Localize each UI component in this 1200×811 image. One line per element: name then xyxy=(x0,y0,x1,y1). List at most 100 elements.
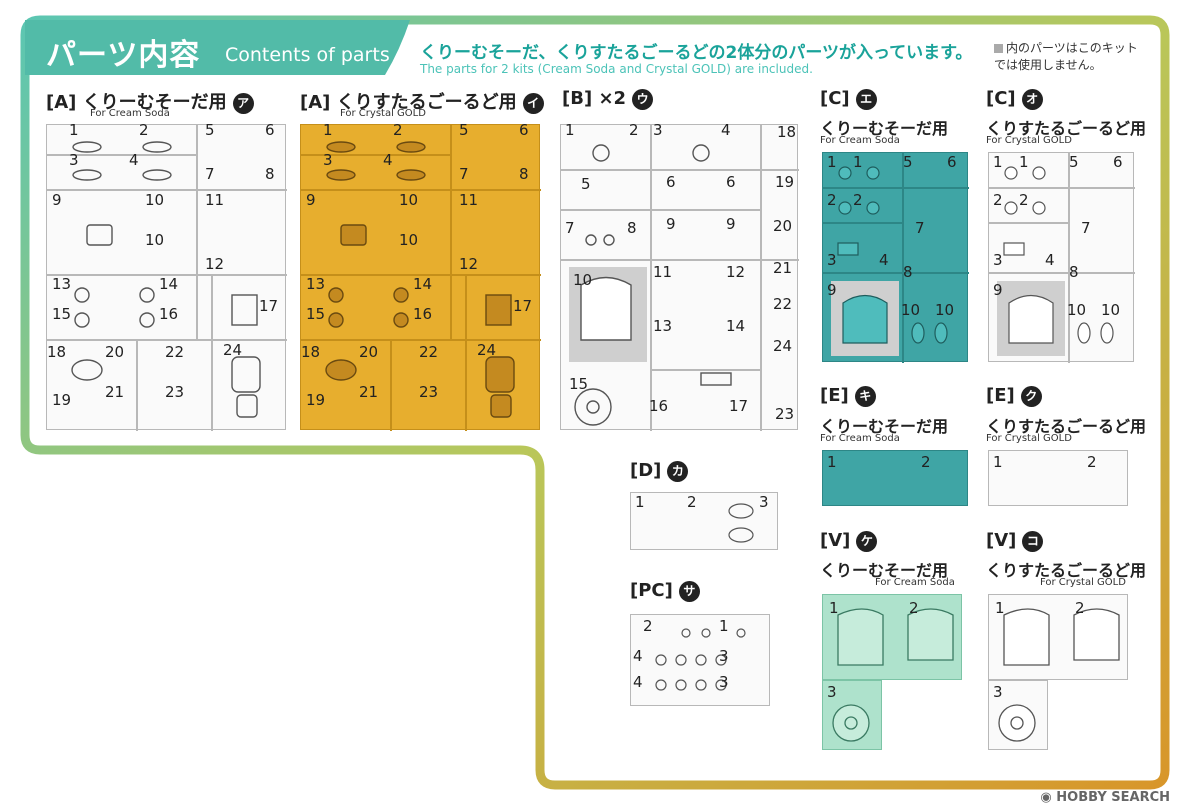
part-number: 9 xyxy=(666,215,676,233)
part-number: 18 xyxy=(47,343,67,361)
sprue-frame-lines xyxy=(561,125,799,431)
part-number: 24 xyxy=(773,337,793,355)
sprue-frame-lines xyxy=(832,704,870,742)
part-number: 3 xyxy=(993,251,1003,269)
part-number: 15 xyxy=(306,305,326,323)
sprue-c-gold-sub: For Crystal GOLD xyxy=(986,135,1072,146)
part-number: 2 xyxy=(393,121,403,139)
part-number: 4 xyxy=(129,151,139,169)
marker-badge: ケ xyxy=(856,530,878,552)
part-number: 3 xyxy=(827,251,837,269)
part-number: 1 xyxy=(827,153,837,171)
part-number: 23 xyxy=(775,405,795,423)
sprue-v-cream-name: くりーむそーだ用 xyxy=(820,561,949,580)
sprue-a-gold-label: [A] くりすたるごーるど用イ xyxy=(300,88,544,114)
part-number: 14 xyxy=(413,275,433,293)
part-number: 1 xyxy=(719,617,729,635)
sprue-e-gold-sub: For Crystal GOLD xyxy=(986,433,1072,444)
marker-badge: キ xyxy=(854,385,876,407)
part-number: 2 xyxy=(1019,191,1029,209)
part-number: 21 xyxy=(359,383,379,401)
sprue-a-gold-sub: For Crystal GOLD xyxy=(340,108,426,119)
sprue-v-gold-name: くりすたるごーるど用 xyxy=(986,561,1147,580)
part-number: 3 xyxy=(719,647,729,665)
sprue-v-cream-sub: For Cream Soda xyxy=(875,577,955,588)
part-number: 3 xyxy=(827,683,837,701)
part-number: 1 xyxy=(993,153,1003,171)
sprue-v-gold-label: [V]コ xyxy=(986,530,1044,552)
part-number: 19 xyxy=(52,391,72,409)
sprue-frame-lines xyxy=(655,628,746,691)
sprue-frame-lines xyxy=(823,153,969,363)
part-number: 3 xyxy=(69,151,79,169)
part-number: 2 xyxy=(909,599,919,617)
marker-badge: ク xyxy=(1020,385,1042,407)
part-number: 22 xyxy=(773,295,793,313)
part-number: 5 xyxy=(581,175,591,193)
gray-square-icon xyxy=(994,44,1003,53)
part-number: 2 xyxy=(853,191,863,209)
part-number: 8 xyxy=(903,263,913,281)
part-number: 22 xyxy=(419,343,439,361)
marker-badge: オ xyxy=(1021,88,1043,110)
part-number: 4 xyxy=(721,121,731,139)
part-number: 8 xyxy=(519,165,529,183)
part-number: 1 xyxy=(995,599,1005,617)
sprue-c-cream-sub: For Cream Soda xyxy=(820,135,900,146)
unused-parts-note: 内のパーツはこのキット では使用しません。 xyxy=(994,41,1138,72)
part-number: 8 xyxy=(265,165,275,183)
part-number: 17 xyxy=(729,397,749,415)
sprue-pc-label: [PC]サ xyxy=(630,580,700,602)
part-number: 9 xyxy=(306,191,316,209)
part-number: 2 xyxy=(993,191,1003,209)
part-number: 5 xyxy=(459,121,469,139)
part-number: 19 xyxy=(775,173,795,191)
sprue-a-cream-sub: For Cream Soda xyxy=(90,108,170,119)
sprue-frame-lines xyxy=(728,503,754,543)
part-number: 10 xyxy=(145,231,165,249)
part-number: 4 xyxy=(879,251,889,269)
part-number: 10 xyxy=(399,191,419,209)
part-number: 7 xyxy=(1081,219,1091,237)
part-number: 1 xyxy=(323,121,333,139)
part-number: 21 xyxy=(105,383,125,401)
sprue-e-cream-name: くりーむそーだ用 xyxy=(820,417,949,436)
part-number: 8 xyxy=(627,219,637,237)
sprue-frame-lines xyxy=(837,608,954,666)
part-number: 23 xyxy=(165,383,185,401)
part-number: 10 xyxy=(1067,301,1087,319)
marker-badge: ア xyxy=(232,92,254,114)
part-number: 1 xyxy=(1019,153,1029,171)
part-number: 2 xyxy=(1087,453,1097,471)
part-number: 3 xyxy=(719,673,729,691)
part-number: 12 xyxy=(205,255,225,273)
camera-icon: ◉ xyxy=(1040,790,1057,805)
part-number: 10 xyxy=(145,191,165,209)
part-number: 15 xyxy=(52,305,72,323)
intro-jp: くりーむそーだ、くりすたるごーるどの2体分のパーツが入っています。 xyxy=(420,43,973,63)
part-number: 12 xyxy=(726,263,746,281)
part-number: 3 xyxy=(653,121,663,139)
part-number: 22 xyxy=(165,343,185,361)
sprue-frame-lines xyxy=(47,125,287,431)
part-number: 6 xyxy=(265,121,275,139)
sprue-c-gold-name: くりすたるごーるど用 xyxy=(986,119,1147,138)
part-number: 14 xyxy=(159,275,179,293)
part-number: 11 xyxy=(459,191,479,209)
part-number: 1 xyxy=(565,121,575,139)
part-number: 13 xyxy=(306,275,326,293)
part-number: 11 xyxy=(653,263,673,281)
part-number: 1 xyxy=(827,453,837,471)
part-number: 1 xyxy=(69,121,79,139)
part-number: 4 xyxy=(633,673,643,691)
sprue-v-cream-label: [V]ケ xyxy=(820,530,878,552)
part-number: 13 xyxy=(653,317,673,335)
